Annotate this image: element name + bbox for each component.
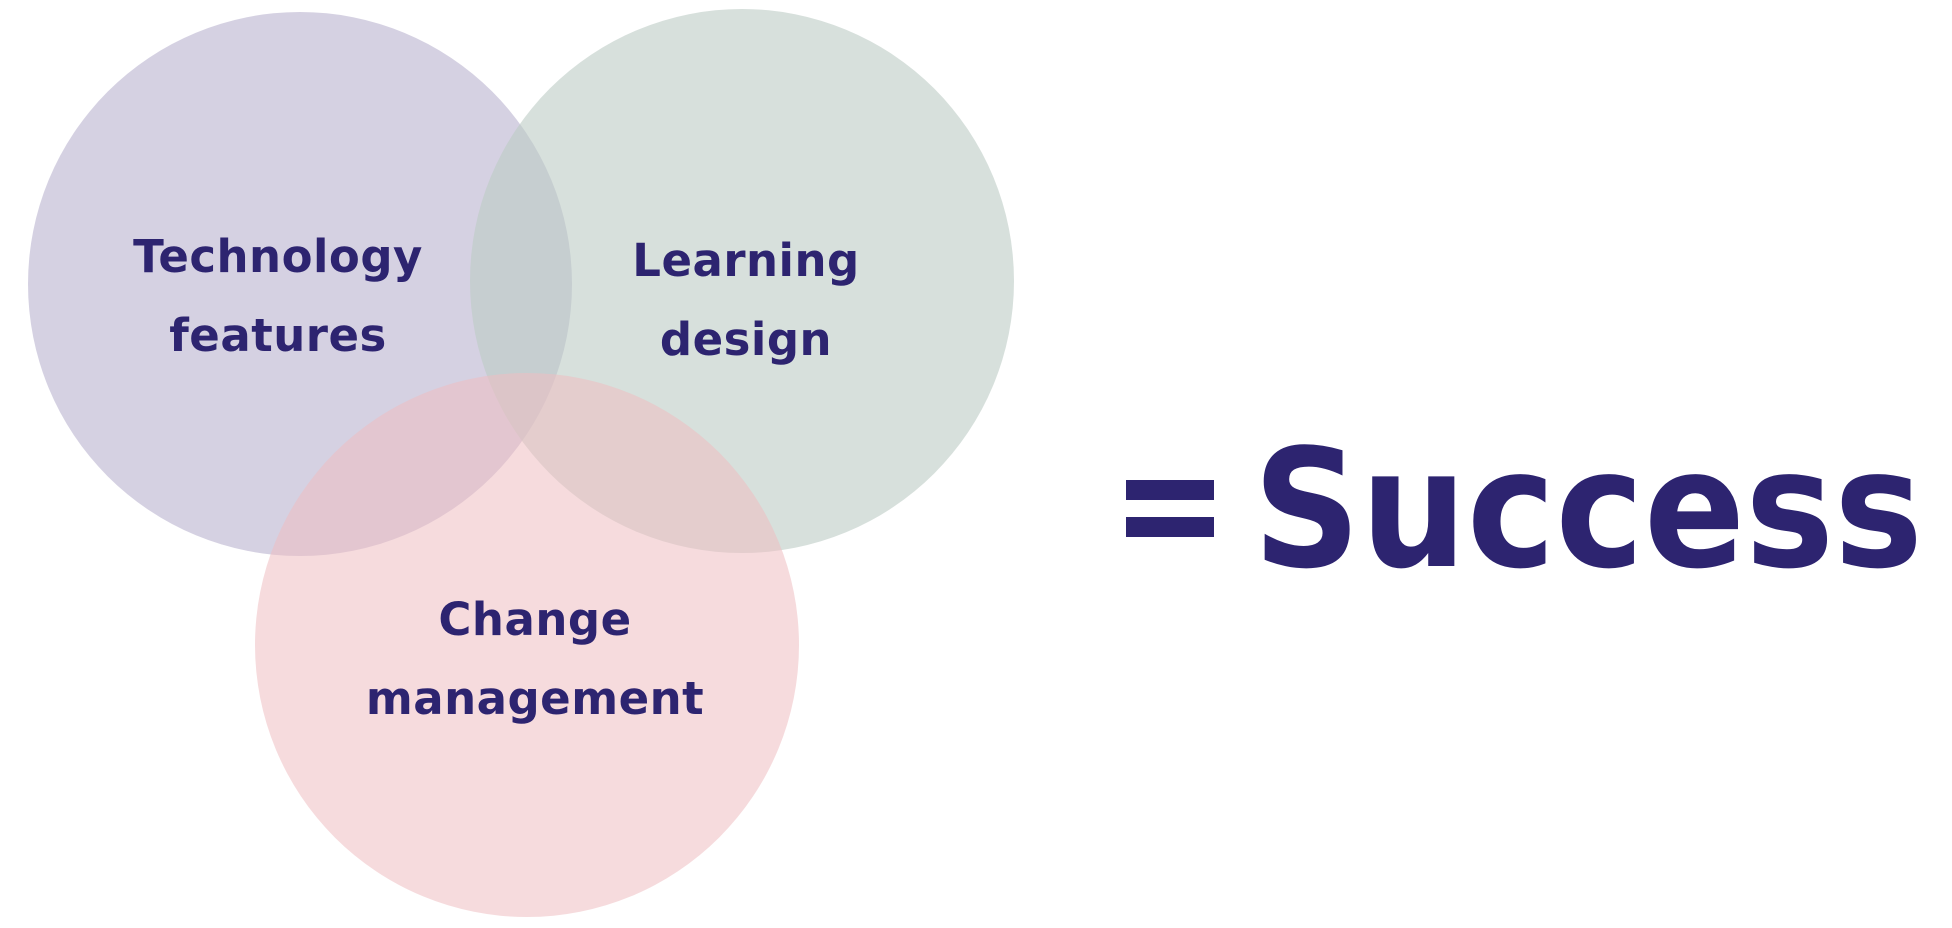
label-change-line2: management [366,672,704,725]
label-learning-line2: design [660,313,832,366]
label-technology-line1: Technology [133,230,423,283]
label-technology-line2: features [169,309,387,362]
label-learning-line1: Learning [632,234,859,287]
success-text: Success [1253,414,1923,605]
label-change-line1: Change [438,593,631,646]
circle-change-management [255,373,799,917]
equals-sign [1126,480,1214,537]
